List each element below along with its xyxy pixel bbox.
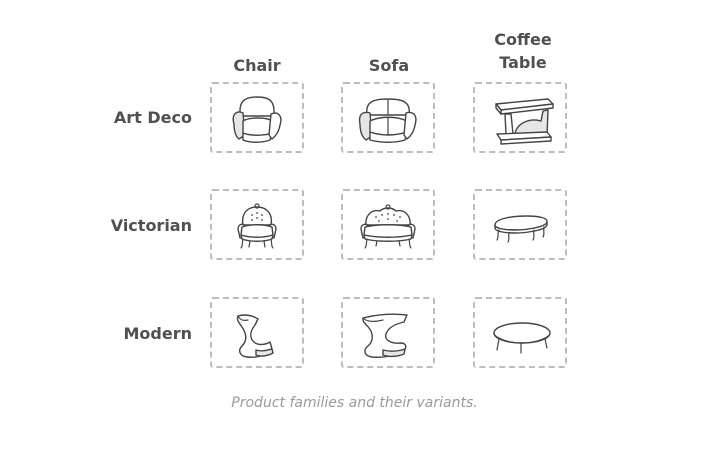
column-header-sofa: Sofa xyxy=(329,54,449,77)
column-header-coffee-table-line1: Coffee xyxy=(494,30,552,49)
cell-modern-coffee-table xyxy=(473,297,567,368)
modern-coffee-table-icon xyxy=(493,322,551,354)
victorian-coffee-table-icon xyxy=(494,215,548,243)
cell-art-deco-sofa xyxy=(341,82,435,153)
cell-art-deco-chair xyxy=(210,82,304,153)
modern-sofa-icon xyxy=(362,313,408,358)
art-deco-sofa-icon xyxy=(358,98,417,143)
row-label-art-deco: Art Deco xyxy=(113,108,192,127)
cell-art-deco-coffee-table xyxy=(473,82,567,153)
art-deco-chair-icon xyxy=(232,96,282,143)
column-header-coffee-table-line2: Table xyxy=(499,53,547,72)
figure-caption: Product families and their variants. xyxy=(231,395,478,411)
row-label-modern: Modern xyxy=(123,324,193,343)
art-deco-coffee-table-icon xyxy=(495,98,554,145)
cell-victorian-chair xyxy=(210,189,304,260)
victorian-sofa-icon xyxy=(360,204,416,249)
cell-modern-sofa xyxy=(341,297,435,368)
row-label-victorian: Victorian xyxy=(110,216,192,235)
column-header-chair: Chair xyxy=(197,54,317,77)
column-header-sofa-label: Sofa xyxy=(368,56,410,75)
cell-victorian-sofa xyxy=(341,189,435,260)
modern-chair-icon xyxy=(236,314,274,358)
column-header-chair-label: Chair xyxy=(233,56,281,75)
victorian-chair-icon xyxy=(237,203,277,249)
cell-victorian-coffee-table xyxy=(473,189,567,260)
cell-modern-chair xyxy=(210,297,304,368)
column-header-coffee-table: Coffee Table xyxy=(463,28,583,74)
